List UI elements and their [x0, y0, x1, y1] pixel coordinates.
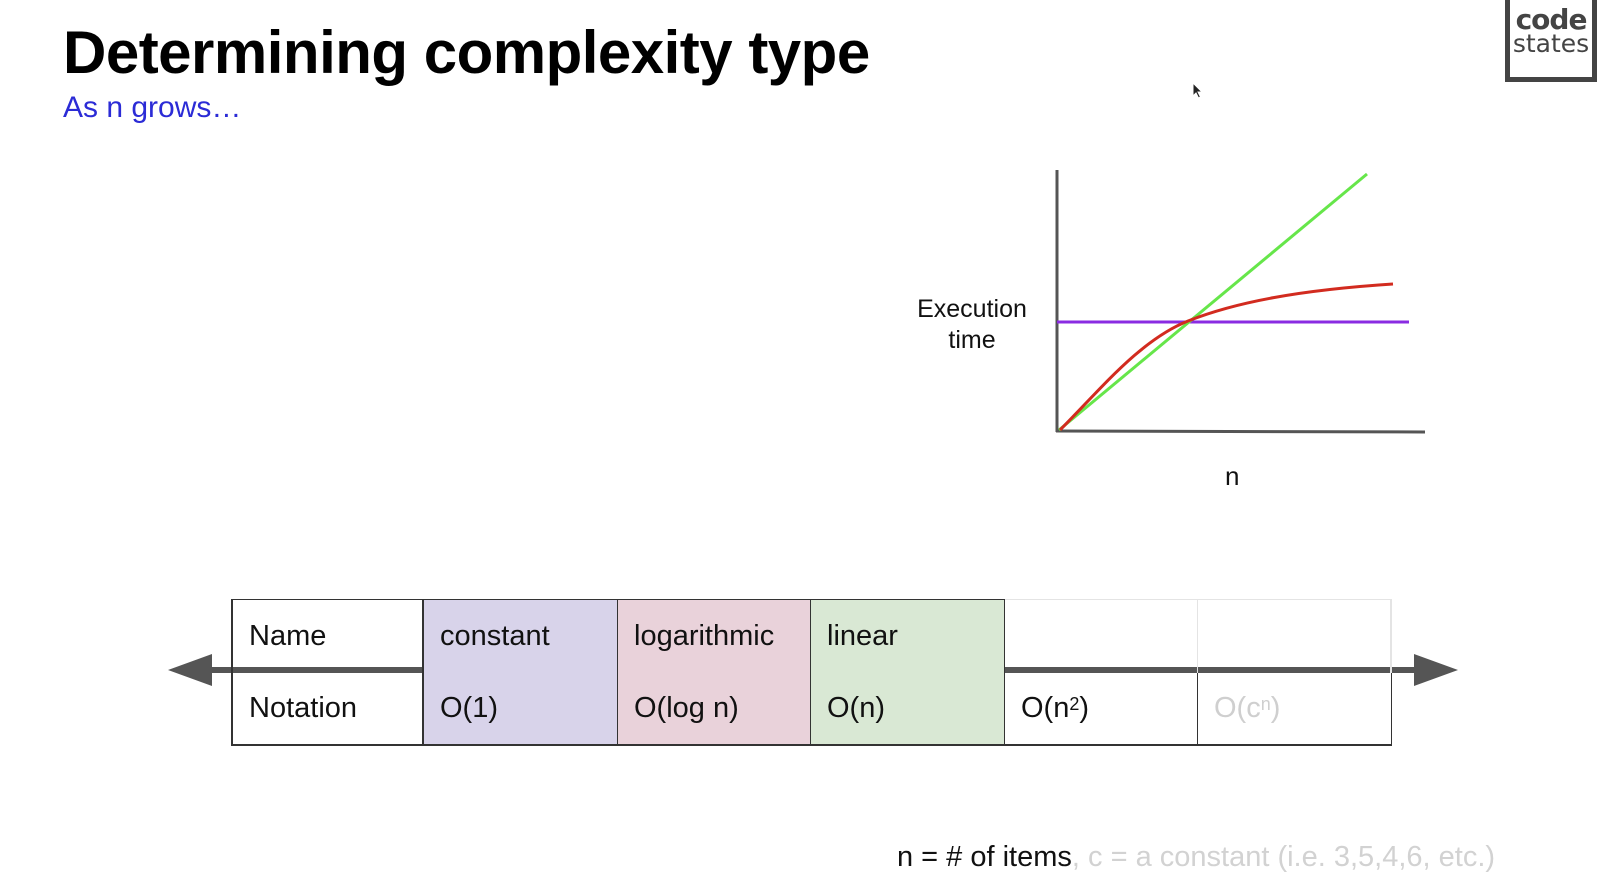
complexity-table: Name constant logarithmic linear Notatio…	[231, 599, 1392, 746]
notation-quadratic-base: O(n	[1021, 692, 1070, 724]
chart-x-axis-label: n	[1225, 461, 1240, 491]
footnote-faded: , c = a constant (i.e. 3,5,4,6, etc.)	[1071, 841, 1496, 873]
logo-line-states: states	[1512, 29, 1590, 58]
notation-exponential-exponent: n	[1260, 694, 1271, 714]
name-cell-constant: constant	[424, 599, 618, 673]
name-header-cell: Name	[231, 599, 424, 673]
footnote: n = # of items, c = a constant (i.e. 3,5…	[897, 841, 1495, 874]
codestates-logo: code states	[1505, 0, 1597, 82]
footnote-main: n = # of items	[897, 841, 1072, 873]
name-cell-exponential	[1198, 599, 1392, 673]
name-cell-quadratic	[1005, 599, 1198, 673]
y-label-line-2: time	[948, 326, 996, 354]
complexity-growth-chart	[1055, 170, 1426, 434]
y-label-line-1: Execution	[917, 295, 1027, 323]
slide-title: Determining complexity type	[63, 19, 870, 86]
linear-curve	[1058, 172, 1368, 432]
notation-header-cell: Notation	[231, 673, 424, 746]
logo-line-code: code	[1515, 3, 1588, 36]
name-cell-logarithmic: logarithmic	[618, 599, 811, 673]
x-axis	[1055, 429, 1426, 434]
notation-cell-logarithmic: O(log n)	[618, 673, 811, 746]
notation-quadratic-end: )	[1079, 692, 1090, 724]
name-cell-linear: linear	[811, 599, 1005, 673]
notation-cell-constant: O(1)	[424, 673, 618, 746]
mouse-cursor-icon	[1192, 82, 1204, 99]
notation-quadratic-exponent: 2	[1069, 694, 1080, 714]
logarithmic-curve	[1058, 282, 1394, 432]
chart-y-axis-label: Execution time	[907, 294, 1037, 356]
notation-exponential-end: )	[1270, 692, 1281, 724]
slide-subtitle: As n grows…	[63, 91, 242, 124]
notation-exponential-base: O(c	[1214, 692, 1261, 724]
notation-cell-linear: O(n)	[811, 673, 1005, 746]
